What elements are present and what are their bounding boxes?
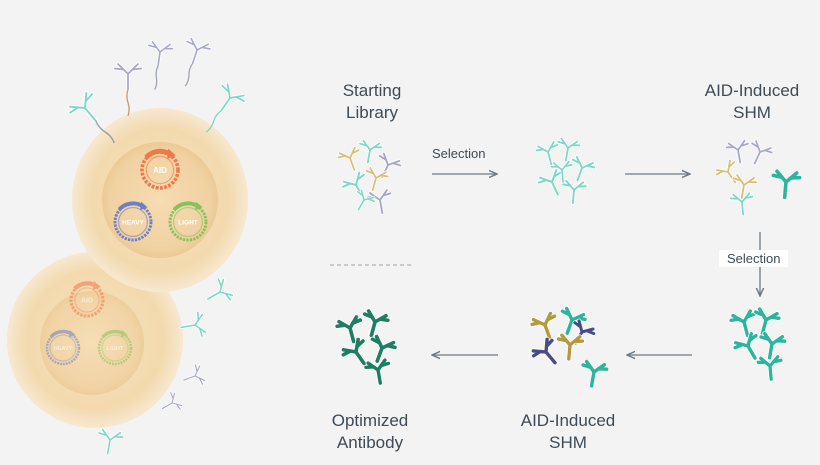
antibody-icon (356, 188, 376, 212)
antibody-icon (561, 179, 588, 205)
antibody-icon (728, 308, 757, 339)
step-label-line: Optimized (331, 411, 409, 430)
antibody-icon (732, 331, 759, 361)
step-label-line: Library (346, 103, 398, 122)
antibody-icon (755, 354, 784, 382)
step-label-line: Starting (342, 81, 402, 100)
antibody-icon (529, 310, 558, 341)
antibody-icon (184, 37, 212, 87)
antibody-icons (67, 37, 802, 456)
antibody-icon (729, 191, 754, 217)
antibody-icon (67, 90, 115, 144)
antibody-icon (161, 391, 184, 411)
antibody-icon (363, 357, 391, 386)
antibody-icon (549, 160, 574, 184)
antibody-icon (530, 336, 558, 366)
antibody-icon (113, 62, 143, 117)
antibody-icon (758, 331, 788, 361)
gene-label: AID (153, 166, 167, 175)
antibody-icon (571, 155, 597, 183)
arrow-label-selection-side: Selection (719, 250, 789, 267)
antibody-icon (556, 136, 582, 163)
antibody-icon (534, 140, 559, 166)
antibody-icon (182, 363, 207, 386)
step-label-line: AID-Induced (520, 411, 616, 430)
gene-ring-light: LIGHT (97, 329, 133, 366)
cell-front (72, 108, 248, 292)
antibody-icon (731, 173, 758, 200)
antibody-icon (537, 168, 563, 197)
antibody-icon (750, 139, 774, 166)
step-label-optimized-antibody: Optimized Antibody (320, 410, 420, 454)
antibody-icon (581, 359, 609, 388)
step-label-aid-shm-bottom: AID-Induced SHM (512, 410, 624, 454)
antibody-icon (555, 332, 585, 362)
antibody-icon (97, 427, 125, 456)
antibody-icon (341, 170, 366, 199)
step-label-line: AID-Induced (704, 81, 800, 100)
gene-plasmids: AID HEAVY LIGHT AID HEAVY LIGHT (45, 148, 208, 366)
gene-label: AID (81, 297, 93, 304)
antibody-icon (753, 306, 782, 337)
antibody-icon (340, 336, 367, 367)
gene-label: HEAVY (122, 219, 145, 226)
antibody-icon (179, 310, 208, 338)
gene-ring-aid: AID (69, 281, 105, 318)
antibody-icon (365, 166, 390, 192)
gene-ring-aid: AID (140, 148, 180, 190)
antibody-icon (334, 314, 363, 345)
gene-ring-heavy: HEAVY (113, 201, 153, 242)
antibody-icon (358, 138, 384, 165)
antibody-icon (147, 40, 175, 90)
arrow-label-selection-top: Selection (432, 146, 486, 161)
antibody-icon (366, 188, 393, 215)
antibody-icon (559, 305, 588, 336)
antibody-icon (205, 82, 246, 133)
cell-back (7, 252, 183, 428)
antibody-icon (724, 138, 750, 165)
antibody-icon (336, 145, 361, 172)
gene-label: HEAVY (54, 346, 73, 352)
antibody-icon (714, 159, 737, 184)
antibody-icon (369, 333, 398, 364)
step-label-line: Antibody (336, 433, 404, 452)
antibody-icon (362, 308, 391, 339)
gene-label: LIGHT (107, 346, 124, 352)
gene-label: LIGHT (178, 219, 198, 226)
antibody-icon (771, 169, 802, 200)
gene-ring-light: LIGHT (168, 201, 208, 242)
gene-ring-heavy: HEAVY (45, 329, 81, 366)
antibody-icon (206, 277, 234, 302)
step-label-line: SHM (549, 433, 587, 452)
step-label-starting-library: Starting Library (330, 80, 414, 124)
step-label-line: SHM (733, 103, 771, 122)
step-label-aid-shm-top: AID-Induced SHM (698, 80, 806, 124)
